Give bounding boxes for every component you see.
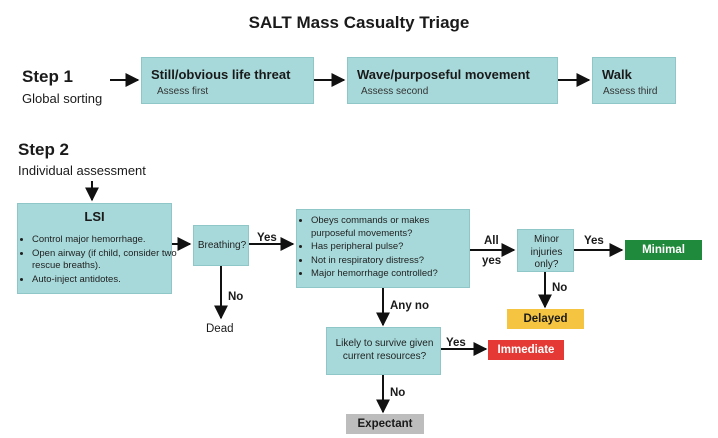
check-peripheral-pulse: Has peripheral pulse? xyxy=(311,241,473,254)
step1-subheading: Global sorting xyxy=(22,91,103,106)
badge-expectant: Expectant xyxy=(346,414,424,434)
label-breathing-no: No xyxy=(228,291,244,303)
step2-subheading: Individual assessment xyxy=(18,163,146,178)
minor-label: Minor injuries only? xyxy=(530,234,563,270)
check-hemorrhage-controlled: Major hemorrhage controlled? xyxy=(311,268,473,281)
likely-label: Likely to survive given current resource… xyxy=(335,338,434,362)
label-minor-yes: Yes xyxy=(584,235,604,247)
lsi-item-hemorrhage: Control major hemorrhage. xyxy=(32,234,177,247)
badge-immediate: Immediate xyxy=(488,340,564,360)
lsi-item-airway: Open airway (if child, consider two resc… xyxy=(32,248,177,273)
box-wave-sub: Assess second xyxy=(361,86,429,97)
box-walk-label: Walk xyxy=(602,67,632,82)
box-still-life-threat: Still/obvious life threat Assess first xyxy=(141,57,314,104)
dead-label: Dead xyxy=(206,323,234,335)
label-minor-no: No xyxy=(552,282,568,294)
label-all-yes: yes xyxy=(482,255,502,267)
breathing-label: Breathing? xyxy=(197,240,247,251)
label-likely-no: No xyxy=(390,387,406,399)
box-minor-injuries: Minor injuries only? xyxy=(517,229,574,272)
box-lsi: LSI Control major hemorrhage. Open airwa… xyxy=(17,203,177,294)
label-all: All xyxy=(484,235,499,247)
label-breathing-yes: Yes xyxy=(257,232,277,244)
lsi-title: LSI xyxy=(84,209,105,224)
box-breathing: Breathing? xyxy=(193,225,249,266)
label-any-no: Any no xyxy=(390,300,429,312)
checks-list: Obeys commands or makes purposeful movem… xyxy=(301,215,473,282)
check-obeys-commands: Obeys commands or makes purposeful movem… xyxy=(311,215,473,240)
box-still-label: Still/obvious life threat xyxy=(151,67,291,82)
box-checks: Obeys commands or makes purposeful movem… xyxy=(296,209,470,288)
step2-heading: Step 2 xyxy=(18,140,70,159)
check-respiratory-distress: Not in respiratory distress? xyxy=(311,255,473,268)
badge-minimal: Minimal xyxy=(625,240,702,260)
diagram-title: SALT Mass Casualty Triage xyxy=(248,13,470,32)
lsi-list: Control major hemorrhage. Open airway (i… xyxy=(22,234,177,287)
lsi-item-antidotes: Auto-inject antidotes. xyxy=(32,274,177,287)
badge-delayed: Delayed xyxy=(507,309,584,329)
step1-heading: Step 1 xyxy=(22,67,74,86)
box-walk-sub: Assess third xyxy=(603,86,658,97)
label-likely-yes: Yes xyxy=(446,337,466,349)
box-walk: Walk Assess third xyxy=(592,57,676,104)
box-likely-survive: Likely to survive given current resource… xyxy=(326,327,441,375)
box-wave-label: Wave/purposeful movement xyxy=(357,67,530,82)
box-wave-movement: Wave/purposeful movement Assess second xyxy=(347,57,558,104)
box-still-sub: Assess first xyxy=(157,86,209,97)
